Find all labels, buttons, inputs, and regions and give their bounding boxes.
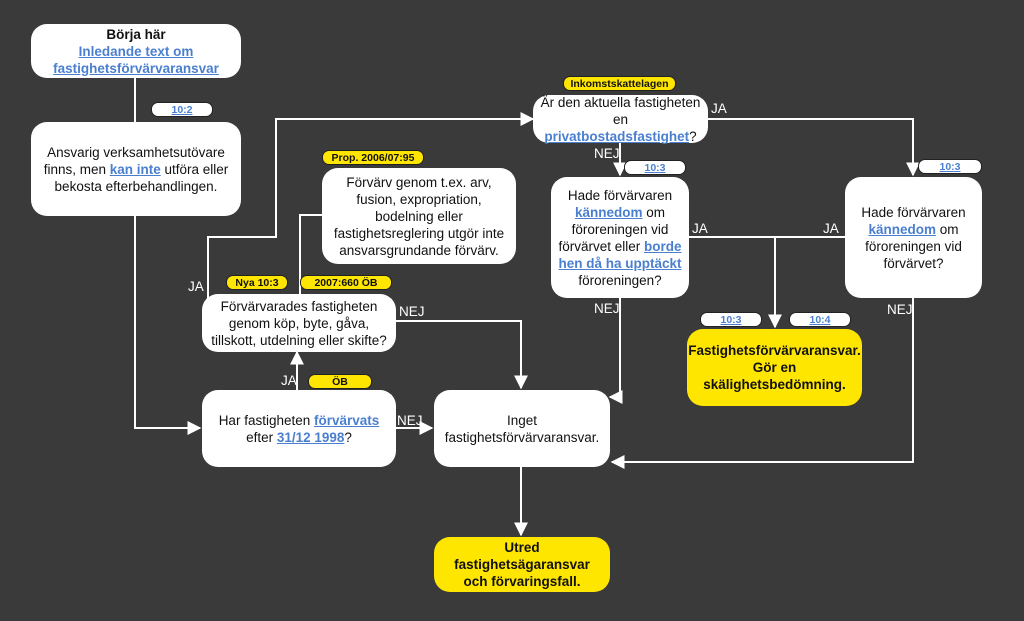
label-ja-knowledge-mid: JA: [692, 221, 708, 236]
label-nej-acquired: NEJ: [397, 413, 423, 428]
no-liability-text: Inget fastighetsförvärvaransvar.: [444, 412, 600, 445]
label-nej-knowledge-mid: NEJ: [594, 301, 620, 316]
knowledge-right-link[interactable]: kännedom: [868, 221, 936, 237]
tag-10-3-mid[interactable]: 10:3: [624, 160, 686, 175]
knowledge-mid-text-mid: om föroreningen vid förvärvet eller: [558, 204, 669, 254]
tag-10-2[interactable]: 10:2: [151, 102, 213, 117]
investigate-box: Utred fastighetsägaransvar och förvaring…: [434, 537, 610, 592]
operator-text-before: Ansvarig verksamhetsutövare finns, men: [43, 144, 225, 177]
start-box: Börja här Inledande text om fastighetsfö…: [31, 24, 241, 78]
private-home-box: Är den aktuella fastigheten en privatbos…: [533, 94, 708, 144]
private-home-text-before: Är den aktuella fastigheten en: [540, 94, 701, 127]
acquired-box: Har fastigheten förvärvats efter 31/12 1…: [202, 390, 396, 467]
tag-10-3-right[interactable]: 10:3: [918, 159, 982, 174]
tag-ob: ÖB: [308, 374, 372, 389]
start-title: Börja här: [106, 26, 166, 42]
private-home-text-after: ?: [689, 128, 697, 144]
operator-text-after: utföra eller bekosta efterbehandlingen.: [54, 161, 229, 194]
label-nej-knowledge-right: NEJ: [887, 302, 913, 317]
start-link[interactable]: Inledande text om fastighetsförvärvarans…: [53, 43, 219, 76]
connector-operator-acquired: [134, 215, 202, 435]
tag-nya-10-3: Nya 10:3: [226, 275, 288, 290]
tag-2007-660: 2007:660 ÖB: [300, 275, 392, 290]
tag-10-4-liability[interactable]: 10:4: [789, 312, 851, 327]
acquired-link-forvarvats[interactable]: förvärvats: [314, 412, 380, 428]
label-nej-private-home: NEJ: [594, 146, 620, 161]
tag-10-3-liability[interactable]: 10:3: [700, 312, 762, 327]
label-ja-method: JA: [188, 279, 204, 294]
private-home-link[interactable]: privatbostadsfastighet: [544, 128, 690, 144]
label-nej-method: NEJ: [399, 304, 425, 319]
knowledge-mid-text-before: Hade förvärvaren: [567, 187, 673, 203]
connector-method-noliability: [392, 320, 528, 390]
connector-knowledgemid-noliability: [608, 298, 623, 404]
knowledge-right-text-before: Hade förvärvaren: [861, 204, 966, 220]
prop-note-box: Förvärv genom t.ex. arv, fusion, expropr…: [322, 168, 516, 264]
operator-link[interactable]: kan inte: [109, 161, 161, 177]
prop-note-text: Förvärv genom t.ex. arv, fusion, expropr…: [333, 174, 505, 258]
investigate-text: Utred fastighetsägaransvar och förvaring…: [454, 540, 590, 589]
acquired-text-after: ?: [344, 429, 352, 445]
connector-knowledgeright-noliability: [610, 298, 914, 469]
connector-prop-note: [299, 214, 323, 295]
method-box: Förvärvarades fastigheten genom köp, byt…: [202, 294, 396, 352]
liability-text: Fastighetsförvärvaransvar. Gör en skälig…: [688, 343, 861, 392]
knowledge-right-box: Hade förvärvaren kännedom om föroreninge…: [845, 177, 982, 298]
no-liability-box: Inget fastighetsförvärvaransvar.: [434, 390, 610, 467]
label-ja-acquired: JA: [281, 373, 297, 388]
knowledge-mid-link-borde[interactable]: borde hen då ha upptäckt: [558, 238, 682, 271]
method-text: Förvärvarades fastigheten genom köp, byt…: [211, 298, 387, 348]
acquired-text-mid: efter: [246, 429, 277, 445]
connector-method-privatehome: [207, 112, 535, 300]
connector-privatehome-knowledgeright: [708, 118, 920, 177]
operator-box: Ansvarig verksamhetsutövare finns, men k…: [31, 122, 241, 216]
tag-inkomstskattelagen: Inkomstskattelagen: [563, 76, 676, 91]
knowledge-mid-text-after: föroreningen?: [578, 272, 662, 288]
knowledge-mid-link-kannedom[interactable]: kännedom: [574, 204, 643, 220]
tag-prop: Prop. 2006/07:95: [322, 150, 424, 165]
acquired-link-date[interactable]: 31/12 1998: [276, 429, 345, 445]
knowledge-mid-box: Hade förvärvaren kännedom om föroreninge…: [551, 177, 689, 298]
liability-box: Fastighetsförvärvaransvar. Gör en skälig…: [687, 329, 862, 406]
acquired-text-before: Har fastigheten: [218, 412, 314, 428]
label-ja-knowledge-right: JA: [823, 221, 839, 236]
label-ja-private-home: JA: [711, 101, 727, 116]
knowledge-right-text-after: om föroreningen vid förvärvet?: [865, 221, 962, 271]
